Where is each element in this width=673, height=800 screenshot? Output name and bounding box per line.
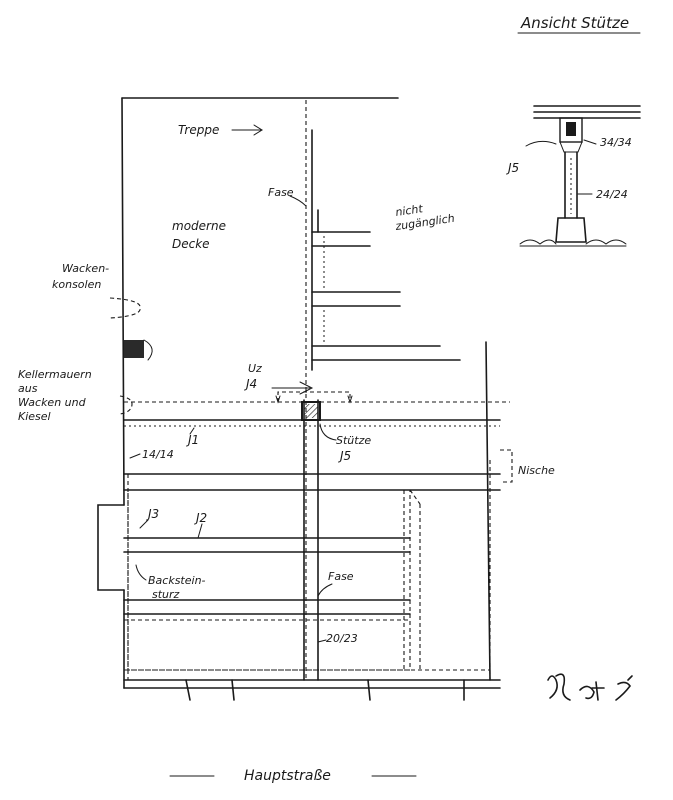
- wacken-label-1: Wacken-: [62, 262, 109, 275]
- dim-20-23-label: 20/23: [326, 632, 358, 645]
- j4-label: J4: [244, 377, 257, 391]
- uz-j4-indicator: [271, 381, 353, 404]
- title-label: Ansicht Stütze: [520, 14, 629, 32]
- upper-short-beams: [311, 209, 461, 361]
- nicht-label-1: nicht: [395, 202, 425, 219]
- dashed-frames: [124, 460, 491, 680]
- j2-label: J2: [194, 511, 207, 525]
- uz-label: Uz: [248, 362, 262, 375]
- j1-label: J1: [186, 433, 199, 447]
- stuetze-label-2: J5: [338, 449, 351, 463]
- detail-j5-label: J5: [506, 161, 519, 175]
- moderne-label-1: moderne: [172, 219, 226, 233]
- treppe-label: Treppe: [178, 123, 219, 137]
- keller-label-3: Wacken und: [18, 396, 87, 409]
- kellermauer-mark: [119, 395, 133, 415]
- j2-leader: [197, 523, 203, 539]
- bottom-step-marks: [185, 679, 465, 701]
- fase-mid-label: Fase: [328, 570, 354, 583]
- backstein-label-2: sturz: [152, 588, 180, 601]
- column-j5-plan: [301, 401, 321, 421]
- j3-leader: [139, 519, 149, 529]
- keller-label-1: Kellermauern: [18, 368, 92, 381]
- stuetze-leader: [319, 423, 337, 441]
- backstein-label-1: Backstein-: [148, 574, 206, 587]
- dim-14-14-label: 14/14: [142, 448, 174, 461]
- j1-leader: [189, 427, 195, 435]
- stuetze-label-1: Stütze: [336, 434, 371, 447]
- backstein-leader: [135, 564, 147, 581]
- fase-top-leader: [289, 195, 307, 207]
- nische-mark: [500, 449, 513, 483]
- central-axis: [303, 100, 319, 681]
- wacken-label-2: konsolen: [52, 278, 101, 291]
- dim-34-34-label: 34/34: [600, 136, 632, 149]
- beam-j2: [123, 537, 411, 553]
- j3-label: J3: [146, 507, 159, 521]
- nische-label: Nische: [518, 464, 555, 477]
- fase-mid-leader: [317, 583, 333, 597]
- street-label: Hauptstraße: [244, 768, 331, 784]
- signature: [547, 673, 633, 701]
- detail-column-view: [519, 105, 641, 247]
- 14-14-leader: [129, 453, 141, 459]
- treppe-arrow: [231, 124, 263, 136]
- moderne-label-2: Decke: [172, 237, 210, 251]
- fase-top-label: Fase: [268, 186, 294, 199]
- 20-23-leader: [317, 639, 327, 643]
- keller-label-4: Kiesel: [18, 410, 51, 423]
- wall-corner-block: [124, 339, 153, 361]
- dim-24-24-label: 24/24: [596, 188, 628, 201]
- keller-label-2: aus: [18, 382, 38, 395]
- beam-row-4: [123, 599, 411, 621]
- wacken-console-mark: [109, 297, 141, 319]
